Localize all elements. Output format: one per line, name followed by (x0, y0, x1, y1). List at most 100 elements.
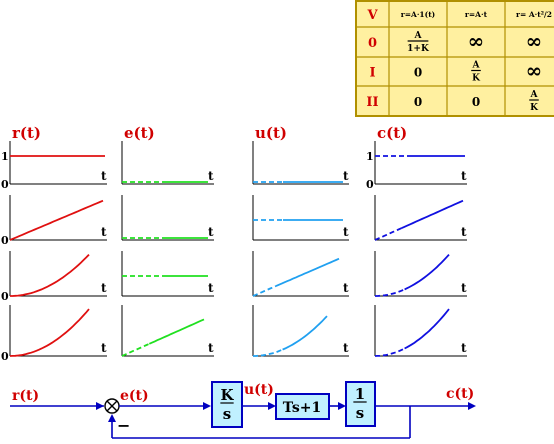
signal-plot: t 1 0 (366, 141, 467, 191)
plot-one-label: 1 (366, 150, 374, 163)
table-header-cell: r=A·1(t) (401, 10, 435, 19)
signal-plot: t (121, 141, 214, 185)
input-curve (9, 308, 90, 357)
integrator-transfer-denominator: s (356, 404, 364, 422)
output-arrow (468, 402, 476, 410)
signal-plot: t (252, 251, 349, 297)
integrator-transfer-numerator: 1 (355, 385, 365, 403)
table-fraction: AK (471, 61, 481, 84)
lead-block (275, 393, 330, 420)
plot-one-label: 1 (1, 150, 9, 163)
input-curve (10, 253, 90, 297)
gain-integrator-block (211, 381, 243, 428)
plot-zero-label: 0 (1, 350, 9, 363)
output-curve-steady (401, 199, 464, 230)
signal-plot: t (252, 195, 349, 241)
table-fraction-denominator: 1+K (407, 44, 430, 54)
lead-block-transfer: Ts+1 (283, 400, 322, 416)
feedback-arrow (108, 414, 116, 422)
integrator-block (345, 381, 376, 427)
table-fraction-numerator: A (472, 61, 481, 71)
plot-t-label: t (208, 281, 214, 295)
table-fraction: A 1+K (407, 31, 430, 54)
signal-plot: t (121, 305, 214, 357)
signal-plot: t0 (1, 305, 107, 363)
output-signal-label: c(t) (446, 386, 474, 402)
lead-output-arrow (338, 402, 346, 410)
summing-junction-cross (106, 400, 118, 412)
input-signal-label: r(t) (12, 388, 39, 404)
gain-integrator-transfer-numerator: K (220, 386, 234, 404)
output-curve-steady (404, 308, 450, 350)
output-curve-transient (375, 288, 405, 297)
plot-t-label: t (208, 341, 214, 355)
signal-plot: t (374, 251, 467, 297)
plot-t-label: t (461, 169, 467, 183)
signal-plot: t0 (1, 195, 107, 247)
error-arrow (203, 402, 211, 410)
plot-t-label: t (343, 341, 349, 355)
signal-plot: t (121, 251, 214, 297)
signal-plot: t (252, 141, 349, 185)
table-cell-value: 0 (414, 95, 422, 109)
integrator-transfer: 1s (353, 385, 367, 422)
plot-zero-label: 0 (1, 290, 9, 303)
table-cell-value: 0 (414, 66, 422, 80)
plot-zero-label: 0 (1, 234, 9, 247)
plot-zero-label: 0 (366, 178, 374, 191)
plot-t-label: t (461, 341, 467, 355)
plot-t-label: t (461, 225, 467, 239)
table-fraction-denominator: K (472, 74, 481, 84)
table-row-label: I (369, 66, 375, 81)
table-fraction-denominator: K (530, 103, 539, 113)
table-row-label: II (366, 95, 378, 110)
gain-integrator-transfer-denominator: s (223, 405, 231, 423)
control-curve-steady (282, 315, 328, 351)
table-cell-value: 0 (472, 95, 480, 109)
control-curve-steady (275, 257, 340, 287)
signal-plot: t (252, 305, 349, 357)
plot-column-title: e(t) (124, 124, 155, 142)
plot-zero-label: 0 (1, 178, 9, 191)
gain-integrator-transfer: Ks (220, 386, 234, 423)
error-curve-steady (148, 318, 205, 345)
input-arrow (96, 402, 104, 410)
plot-t-label: t (343, 169, 349, 183)
table-cell-value: ∞ (526, 59, 543, 83)
plot-t-label: t (101, 169, 107, 183)
table-header-cell: V (366, 8, 378, 23)
table-fraction: AK (529, 90, 539, 113)
signal-plot: t (121, 195, 214, 241)
plot-column-title: r(t) (12, 124, 41, 142)
control-arrow (268, 402, 276, 410)
error-signal-label: e(t) (120, 388, 149, 404)
table-header-cell: r=A·t (465, 10, 488, 19)
plot-t-label: t (343, 281, 349, 295)
output-curve-transient (374, 227, 402, 241)
control-signal-label: u(t) (244, 382, 274, 398)
signal-plot: t (374, 195, 467, 241)
signal-plot: t (374, 305, 467, 357)
output-curve-transient (374, 347, 405, 357)
table-row-label: 0 (368, 36, 377, 51)
table-cell-value: ∞ (526, 29, 543, 53)
plot-t-label: t (343, 225, 349, 239)
control-curve-transient (252, 285, 277, 297)
plot-t-label: t (461, 281, 467, 295)
control-curve-transient (253, 348, 283, 357)
table-header-cell: r= A·t²/2 (516, 10, 552, 19)
plot-t-label: t (208, 169, 214, 183)
table-fraction-numerator: A (414, 31, 423, 41)
plot-t-label: t (101, 281, 107, 295)
signal-plot: t 1 0 (1, 141, 107, 191)
signal-plot: t0 (1, 251, 107, 303)
table-fraction-numerator: A (530, 90, 539, 100)
input-curve (9, 199, 104, 241)
plot-t-label: t (101, 225, 107, 239)
feedback-sign: − (117, 416, 130, 435)
output-curve-steady (404, 253, 450, 291)
